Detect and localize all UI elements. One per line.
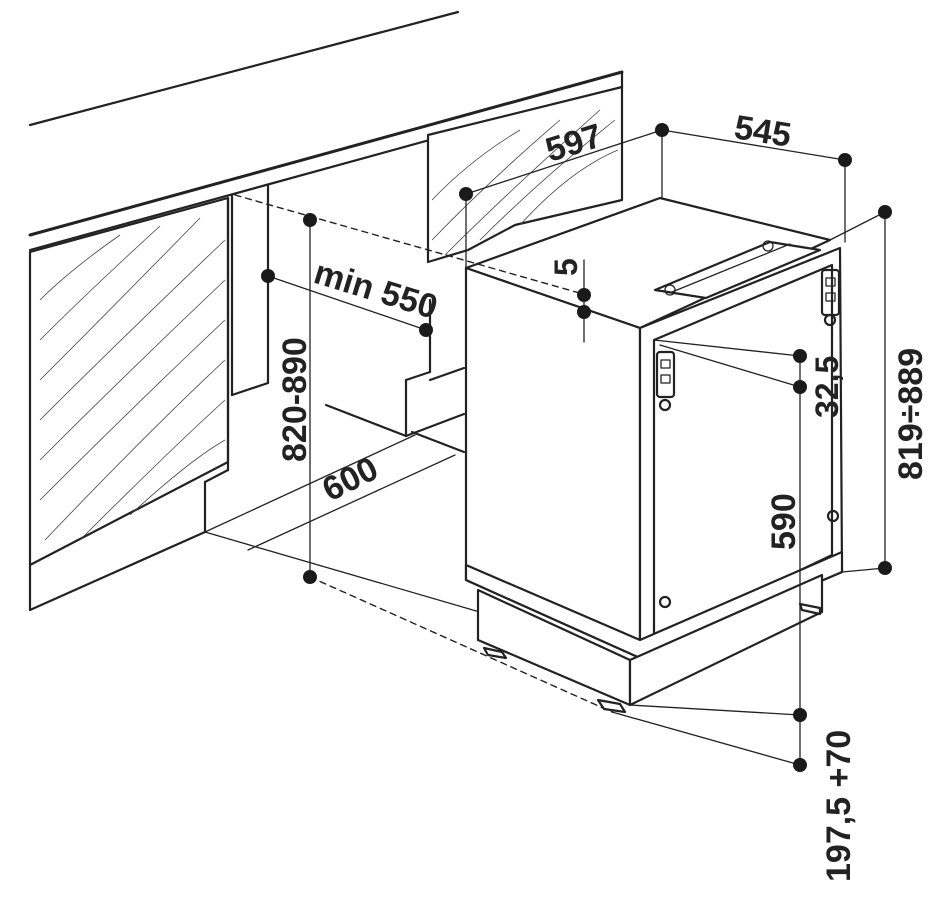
plinth-front [628, 573, 824, 707]
screw-icon [762, 240, 774, 252]
dimension-label-32-5: 32,5 [809, 356, 845, 418]
foot-front [596, 698, 627, 714]
dimension-dot [878, 561, 892, 575]
hinge-left-icon [655, 350, 676, 399]
dimension-label-min-550: min 550 [310, 253, 442, 326]
door-hole-icon [658, 595, 672, 609]
left-cabinet-hatch [39, 217, 226, 541]
dimension-dot [793, 380, 807, 394]
dimension-label-590: 590 [765, 493, 803, 550]
dimension-dot [838, 153, 852, 167]
door-hole-icon [823, 313, 837, 327]
dimension-dot [655, 123, 669, 137]
dimension-lines [234, 129, 886, 766]
dimension-dot [793, 758, 807, 772]
dimension-dot [261, 269, 275, 283]
door-hole-icon [658, 398, 672, 412]
screw-icon [664, 284, 676, 296]
dimension-dots [261, 123, 892, 772]
dimension-label-5: 5 [548, 258, 584, 276]
door-hole-icon [826, 509, 840, 523]
appliance-door [652, 263, 834, 642]
foot-right [798, 602, 822, 616]
dimension-label-820-890: 820-890 [276, 337, 314, 462]
foot-left [482, 646, 508, 660]
left-cabinet [28, 196, 230, 612]
niche [204, 184, 491, 616]
right-cabinet-hatch [431, 109, 619, 256]
dimension-dot [878, 205, 892, 219]
dimension-dot [577, 288, 591, 302]
dimension-label-600: 600 [316, 450, 384, 510]
dimension-dot [793, 349, 807, 363]
dimension-label-197-5-70: 197,5 +70 [820, 730, 858, 882]
dimension-dot [419, 323, 433, 337]
dimension-label-545: 545 [732, 108, 794, 154]
appliance [464, 196, 844, 714]
dimension-label-819-889: 819÷889 [892, 348, 930, 480]
dimension-dot [303, 570, 317, 584]
dimension-dot [793, 708, 807, 722]
hinge-plate [653, 240, 822, 300]
dimension-dot [577, 305, 591, 319]
dimension-dot [459, 187, 473, 201]
dimension-dot [303, 213, 317, 227]
